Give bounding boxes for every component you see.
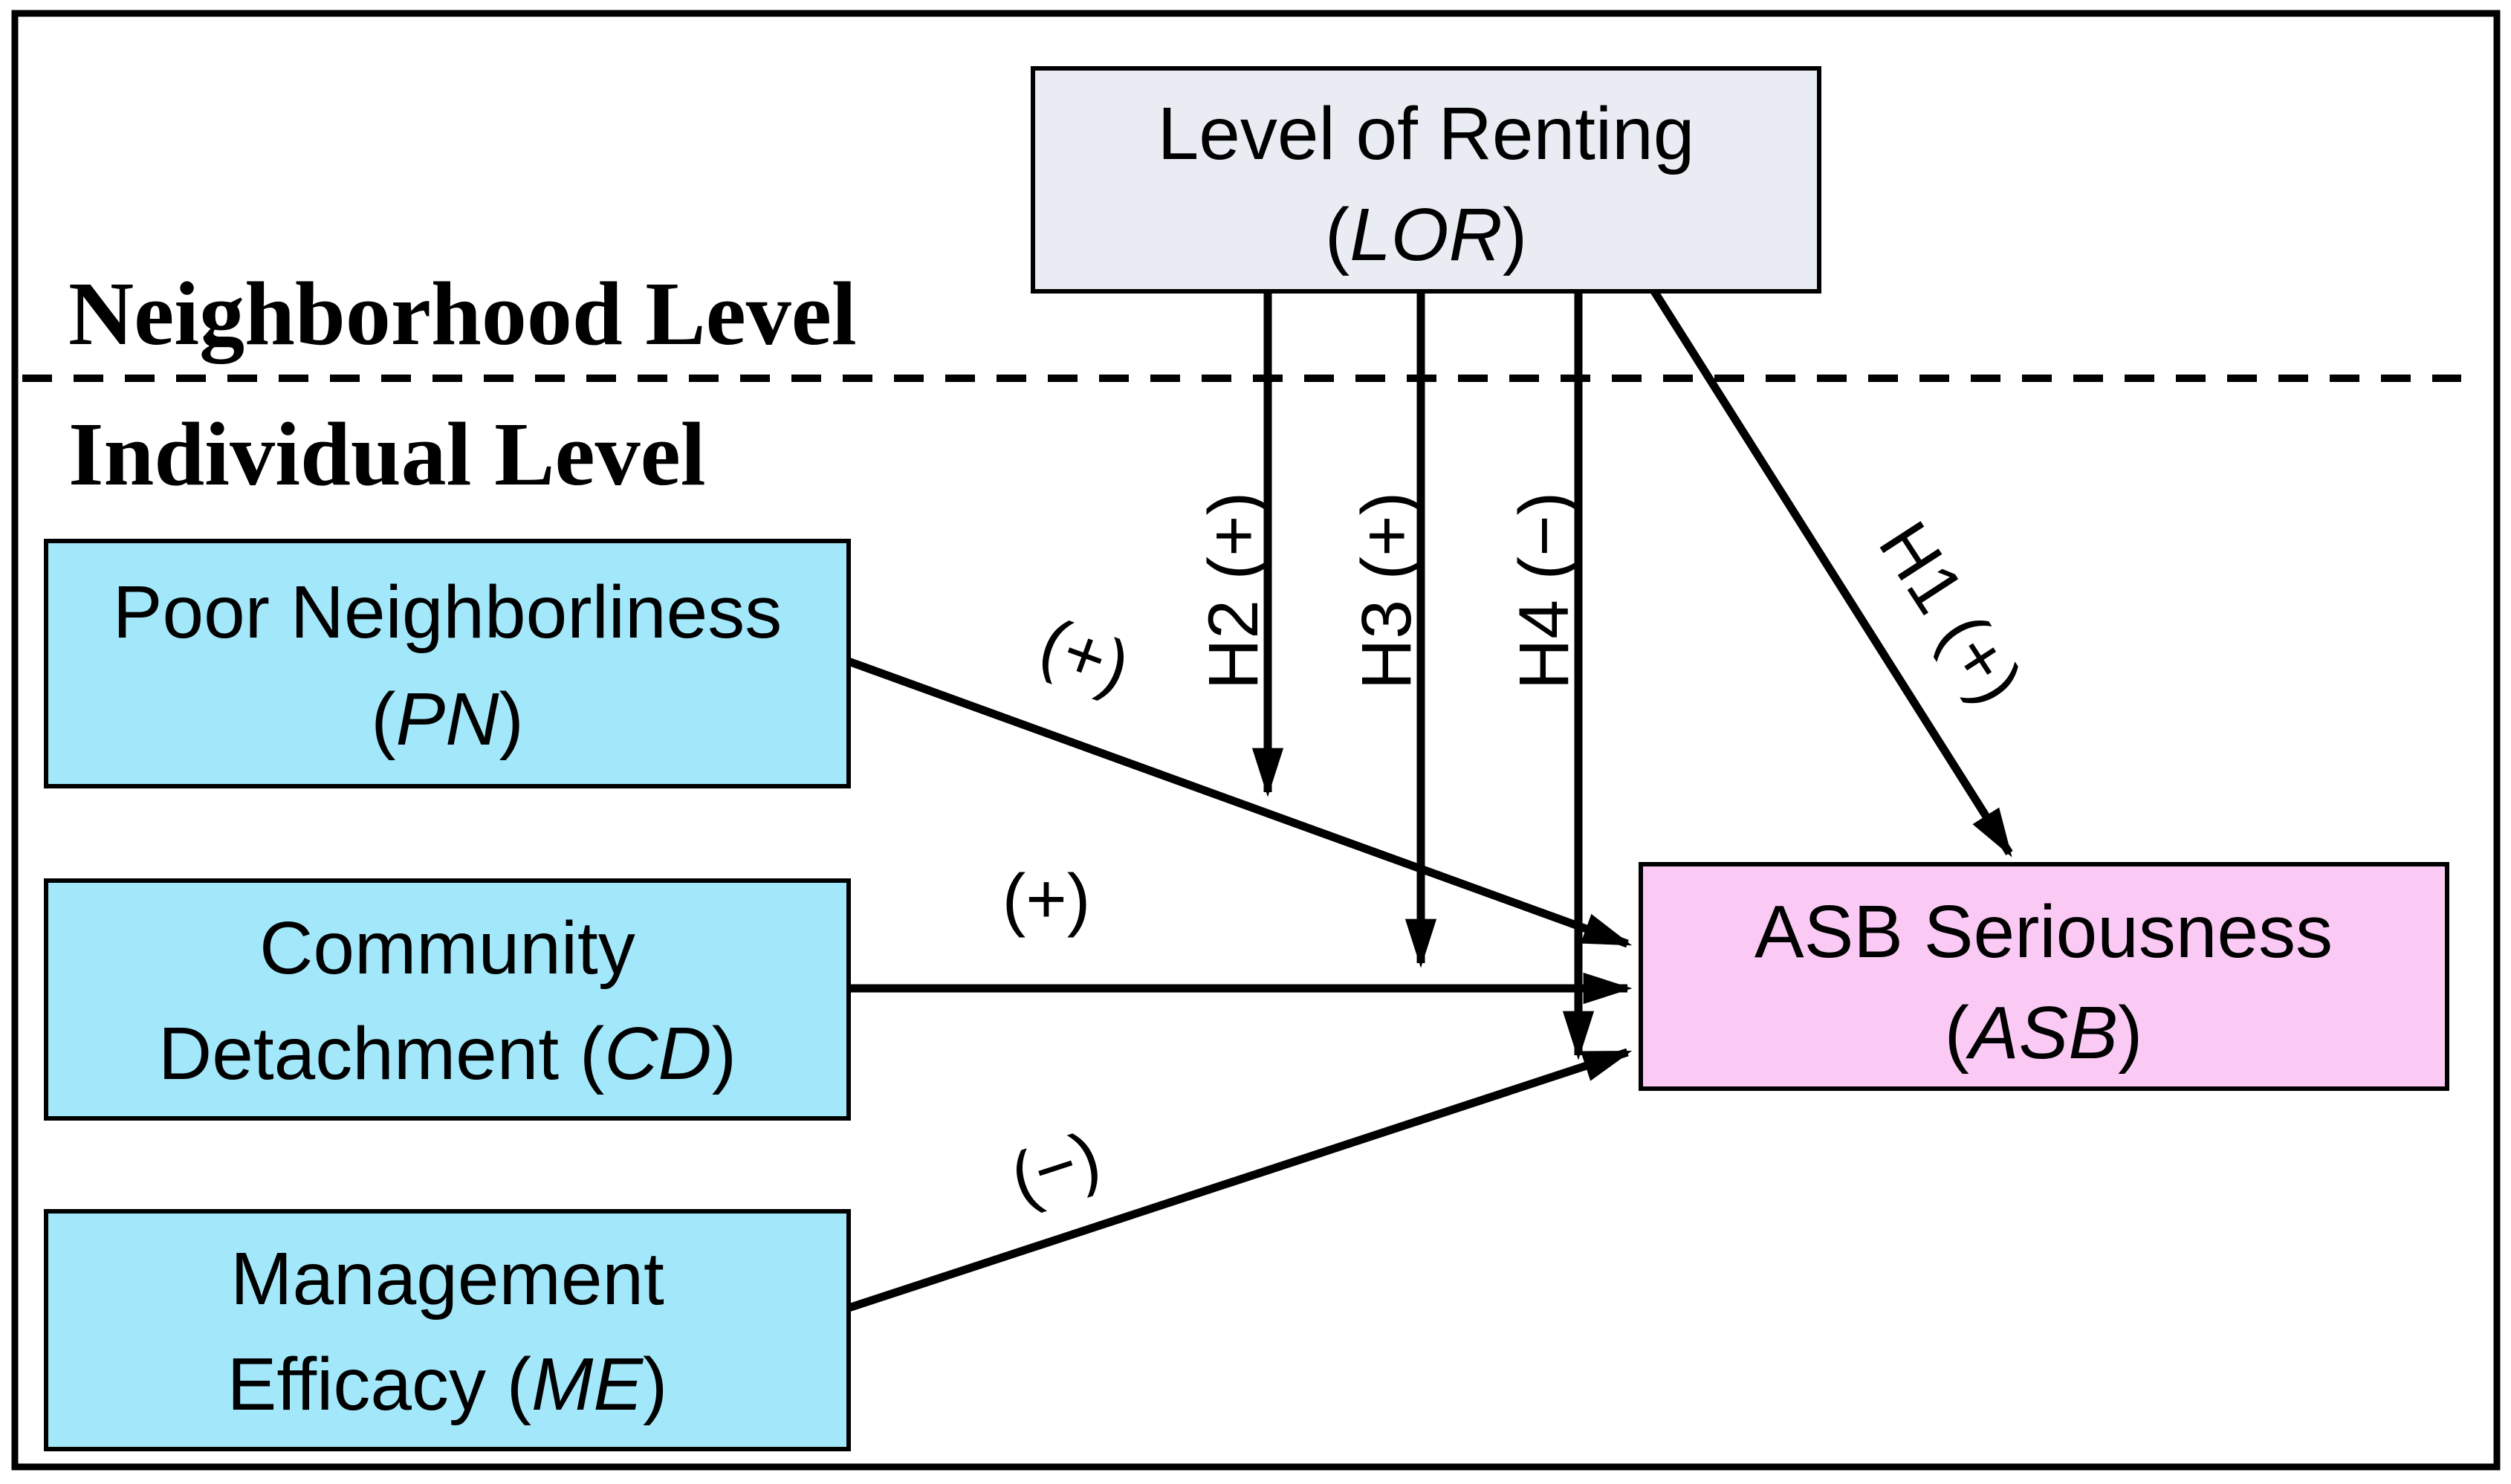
node-lor: Level of Renting (LOR) bbox=[1031, 66, 1821, 294]
node-pn-abbr-post: ) bbox=[499, 678, 523, 761]
node-me-abbr-pre: Efficacy ( bbox=[227, 1343, 531, 1426]
node-lor-abbr: LOR bbox=[1350, 193, 1503, 276]
edge-label-cd-plus: (+) bbox=[1002, 860, 1091, 939]
node-asb-abbr-pre: ( bbox=[1945, 991, 1969, 1075]
node-me-line1: Management bbox=[230, 1237, 664, 1321]
node-lor-line1: Level of Renting bbox=[1158, 92, 1695, 175]
node-cd-abbr: CD bbox=[604, 1012, 711, 1095]
node-cd-rect bbox=[44, 878, 851, 1121]
edge-label-me-minus: (−) bbox=[1001, 1117, 1109, 1219]
node-pn-line1: Poor Neighborliness bbox=[113, 571, 783, 654]
node-cd-abbr-pre: Detachment ( bbox=[158, 1012, 604, 1095]
node-lor-line2: (LOR) bbox=[1325, 193, 1527, 276]
node-pn-line2: (PN) bbox=[371, 678, 524, 761]
edge-label-h2: H2 (+) bbox=[1194, 492, 1273, 690]
node-lor-abbr-pre: ( bbox=[1325, 193, 1350, 276]
node-cd: Community Detachment (CD) bbox=[44, 878, 851, 1121]
neighborhood-level-label: Neighborhood Level bbox=[68, 264, 857, 364]
node-me-abbr: ME bbox=[531, 1343, 644, 1426]
node-lor-rect bbox=[1031, 66, 1821, 294]
edge-pn-to-asb bbox=[847, 657, 1633, 948]
edge-label-pn-plus: (+) bbox=[1030, 603, 1140, 707]
individual-level-label: Individual Level bbox=[68, 404, 706, 505]
node-asb-line2: (ASB) bbox=[1945, 991, 2143, 1075]
node-asb-abbr: ASB bbox=[1966, 991, 2118, 1075]
node-pn-rect bbox=[44, 539, 851, 788]
edge-label-h4: H4 (−) bbox=[1505, 492, 1584, 690]
node-me-line2: Efficacy (ME) bbox=[227, 1343, 668, 1426]
node-asb-rect bbox=[1639, 862, 2449, 1091]
node-me: Management Efficacy (ME) bbox=[44, 1209, 851, 1451]
node-asb: ASB Seriousness (ASB) bbox=[1639, 862, 2449, 1091]
node-lor-abbr-post: ) bbox=[1503, 193, 1527, 276]
edge-h1-lor-to-asb bbox=[1650, 289, 2013, 858]
node-me-rect bbox=[44, 1209, 851, 1451]
figure-border bbox=[11, 10, 2501, 1471]
edge-labels: H2 (+) H3 (+) H4 (−) H1 (+) (+) (+) (−) bbox=[1001, 492, 2038, 1219]
node-asb-abbr-post: ) bbox=[2118, 991, 2142, 1075]
node-cd-abbr-post: ) bbox=[712, 1012, 736, 1095]
node-pn: Poor Neighborliness (PN) bbox=[44, 539, 851, 788]
node-pn-abbr-pre: ( bbox=[371, 678, 395, 761]
edge-me-to-asb bbox=[847, 1048, 1633, 1312]
edge-label-h3: H3 (+) bbox=[1347, 492, 1426, 690]
node-me-abbr-post: ) bbox=[643, 1343, 667, 1426]
edge-label-h1: H1 (+) bbox=[1864, 508, 2038, 717]
node-pn-abbr: PN bbox=[396, 678, 500, 761]
node-cd-line1: Community bbox=[259, 907, 635, 990]
node-asb-line1: ASB Seriousness bbox=[1755, 890, 2333, 973]
node-cd-line2: Detachment (CD) bbox=[158, 1012, 736, 1095]
edges bbox=[847, 289, 2013, 1312]
